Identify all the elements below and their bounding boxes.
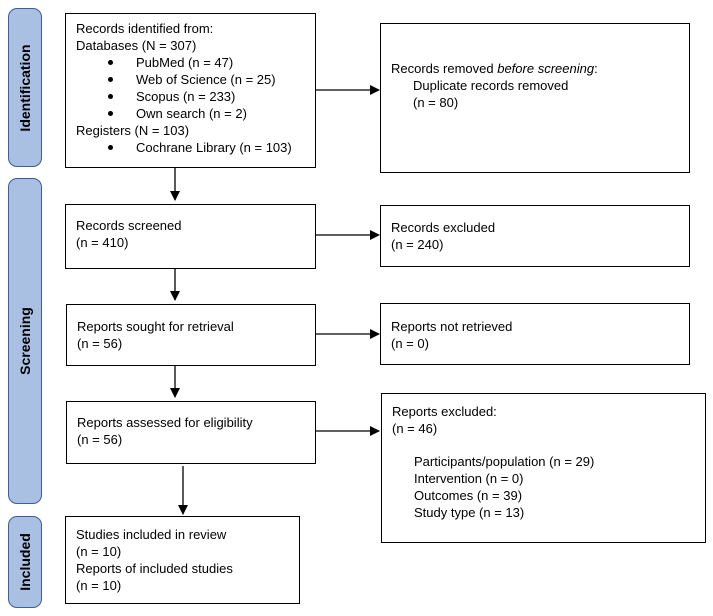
box-records-identified: Records identified from: Databases (N = … (65, 13, 316, 168)
assessed-label: Reports assessed for eligibility (77, 415, 253, 430)
box-reports-excluded: Reports excluded: (n = 46) Participants/… (381, 393, 706, 543)
exclusion-reason: Outcomes (n = 39) (414, 488, 523, 503)
phase-screening: Screening (8, 178, 42, 504)
removed-count: (n = 80) (413, 95, 459, 110)
reg-item: Cochrane Library (n = 103) (108, 139, 292, 156)
identified-databases: Databases (N = 307) (76, 38, 197, 53)
excluded-label: Records excluded (391, 220, 496, 235)
box-reports-assessed: Reports assessed for eligibility (n = 56… (66, 401, 316, 464)
box-records-screened: Records screened (n = 410) (65, 204, 316, 269)
screened-label: Records screened (76, 218, 182, 233)
box-records-excluded: Records excluded (n = 240) (380, 205, 690, 267)
included-studies-count: (n = 10) (76, 544, 122, 559)
reg-list: Cochrane Library (n = 103) (76, 139, 292, 156)
box-reports-not-retrieved: Reports not retrieved (n = 0) (380, 303, 690, 365)
not-retrieved-count: (n = 0) (391, 336, 429, 351)
db-item: Scopus (n = 233) (108, 88, 292, 105)
box-studies-included: Studies included in review (n = 10) Repo… (65, 516, 300, 604)
included-studies-label: Studies included in review (76, 527, 227, 542)
sought-label: Reports sought for retrieval (77, 319, 234, 334)
identified-title: Records identified from: (76, 21, 214, 36)
exclusion-reasons: Participants/population (n = 29) Interve… (392, 453, 594, 521)
removed-title: Records removed before screening: (391, 61, 598, 76)
excluded-count: (n = 240) (391, 237, 444, 252)
db-item: Web of Science (n = 25) (108, 71, 292, 88)
exclusion-reason: Study type (n = 13) (414, 505, 525, 520)
included-reports-label: Reports of included studies (76, 561, 233, 576)
identified-registers: Registers (N = 103) (76, 123, 190, 138)
phase-identification: Identification (8, 8, 42, 167)
removed-duplicates: Duplicate records removed (413, 78, 569, 93)
included-reports-count: (n = 10) (76, 578, 122, 593)
db-item: PubMed (n = 47) (108, 54, 292, 71)
box-reports-sought: Reports sought for retrieval (n = 56) (66, 304, 316, 366)
db-list: PubMed (n = 47) Web of Science (n = 25) … (76, 54, 292, 122)
screened-count: (n = 410) (76, 235, 129, 250)
sought-count: (n = 56) (77, 336, 123, 351)
exclusion-reason: Intervention (n = 0) (414, 471, 524, 486)
reports-excluded-label: Reports excluded: (392, 404, 497, 419)
db-item: Own search (n = 2) (108, 105, 292, 122)
reports-excluded-count: (n = 46) (392, 421, 438, 436)
box-records-removed: Records removed before screening: Duplic… (380, 23, 690, 173)
phase-included: Included (8, 516, 42, 608)
assessed-count: (n = 56) (77, 432, 123, 447)
exclusion-reason: Participants/population (n = 29) (414, 454, 595, 469)
not-retrieved-label: Reports not retrieved (391, 319, 513, 334)
